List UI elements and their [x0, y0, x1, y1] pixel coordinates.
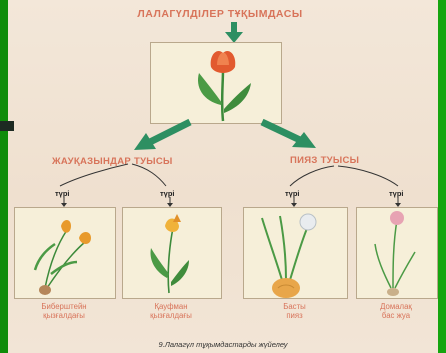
- bieberstein-tulip-illustration: [15, 208, 115, 298]
- caption-line-1: Домалақ: [356, 302, 436, 311]
- caption-line-2: қызғалдағы: [14, 311, 114, 320]
- type-word-2: түрі: [160, 189, 175, 198]
- onion-illustration: [244, 208, 347, 298]
- species-box-kaufmann: [122, 207, 222, 299]
- family-label-tulips: ЖАУҚАЗЫНДАР ТУЫСЫ: [52, 156, 173, 167]
- species-box-round-garlic: [356, 207, 438, 299]
- species-caption-onion: Басты пияз: [243, 302, 346, 320]
- round-garlic-illustration: [357, 208, 437, 298]
- species-caption-kaufmann: Қауфман қызғалдағы: [122, 302, 220, 320]
- species-box-bieberstein: [14, 207, 116, 299]
- type-word-1: түрі: [55, 189, 70, 198]
- caption-line-2: қызғалдағы: [122, 311, 220, 320]
- species-caption-bieberstein: Биберштейн қызғалдағы: [14, 302, 114, 320]
- type-word-4: түрі: [389, 189, 404, 198]
- caption-line-1: Қауфман: [122, 302, 220, 311]
- family-label-onions: ПИЯЗ ТУЫСЫ: [290, 155, 359, 166]
- type-word-3: түрі: [285, 189, 300, 198]
- caption-line-2: бас жуа: [356, 311, 436, 320]
- caption-line-1: Биберштейн: [14, 302, 114, 311]
- species-caption-round-garlic: Домалақ бас жуа: [356, 302, 436, 320]
- caption-line-1: Басты: [243, 302, 346, 311]
- species-box-onion: [243, 207, 348, 299]
- figure-caption: 9.Лалагүл тұқымдастарды жүйелеу: [10, 340, 436, 349]
- kaufmann-tulip-illustration: [123, 208, 221, 298]
- caption-line-2: пияз: [243, 311, 346, 320]
